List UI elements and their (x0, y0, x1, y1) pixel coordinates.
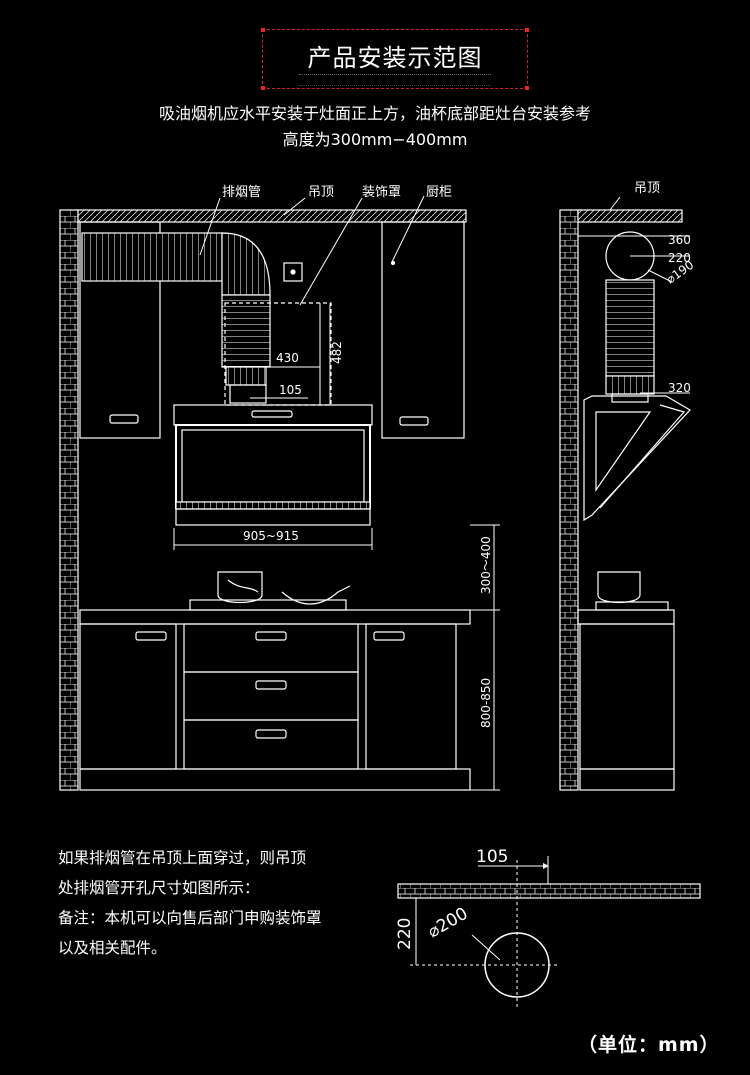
side-ceiling-slab (577, 209, 683, 223)
corner-dot (261, 28, 265, 32)
drawer-handle (255, 729, 287, 739)
dim-105: 105 (279, 383, 302, 397)
note-line-1: 如果排烟管在吊顶上面穿过，则吊顶 (58, 849, 307, 867)
cabinet-handle (373, 631, 405, 641)
cabinet-plinth (79, 768, 471, 791)
duct-outlet (229, 384, 267, 404)
side-cooking-pot (597, 571, 641, 604)
page-title: 产品安装示范图 (307, 44, 483, 72)
side-dim-320: 320 (668, 381, 691, 395)
hood-grille (175, 501, 371, 510)
cabinet-handle (135, 631, 167, 641)
corner-dot (525, 86, 529, 90)
exhaust-duct-horizontal (81, 232, 223, 282)
left-wall (59, 209, 79, 791)
side-duct-collar (605, 375, 655, 395)
label-cover: 装饰罩 (362, 185, 401, 200)
dim-height-above-stove: 300～400 (479, 536, 493, 594)
drawer-handle (255, 631, 287, 641)
hood-top-panel (173, 404, 373, 426)
side-plinth (579, 768, 675, 791)
corner-dot (261, 86, 265, 90)
hood-body (175, 424, 371, 509)
hole-dim-dia200: ⌀200 (425, 904, 472, 943)
side-dim-220: 220 (668, 251, 691, 265)
note-line-4: 以及相关配件。 (58, 939, 167, 957)
upper-right-cabinet (381, 221, 465, 439)
dim-counter-height: 800-850 (479, 678, 493, 728)
drawer-2 (183, 671, 359, 721)
drawer-3 (183, 719, 359, 770)
side-label-ceiling: 吊顶 (634, 181, 660, 196)
label-duct: 排烟管 (222, 185, 261, 200)
exhaust-duct-vertical (221, 294, 271, 368)
side-dim-360: 360 (668, 233, 691, 247)
cooking-pot (217, 571, 263, 604)
cabinet-handle (109, 414, 139, 424)
intro-line-1: 吸油烟机应水平安装于灶面正上方，油杯底部距灶台安装参考 (158, 104, 591, 123)
drawer-handle (255, 680, 287, 690)
hood-glass (181, 429, 365, 503)
cabinet-handle (399, 416, 429, 426)
wall-socket (283, 262, 303, 282)
cooktop (189, 599, 347, 611)
ceiling-slab (77, 209, 467, 223)
upper-left-cabinet (79, 221, 161, 439)
base-cabinet-right (365, 623, 457, 770)
hole-dim-220: 220 (395, 918, 415, 950)
duct-collar (225, 366, 267, 386)
hole-ceiling-slab (397, 883, 701, 899)
side-cooktop (595, 601, 669, 611)
intro-line-2: 高度为300mm−400mm (282, 130, 468, 149)
label-cabinet: 厨柜 (426, 185, 452, 200)
hood-control-strip (251, 410, 293, 418)
side-wall (559, 209, 579, 791)
hole-dim-105: 105 (476, 847, 508, 867)
dim-width: 905~915 (243, 529, 299, 543)
base-cabinet-left (79, 623, 177, 770)
hood-bottom (175, 508, 371, 526)
side-base-cabinet (579, 623, 675, 770)
note-line-3: 备注：本机可以向售后部门申购装饰罩 (58, 909, 322, 927)
side-hood-profile (583, 395, 691, 522)
dim-482: 482 (330, 341, 344, 364)
corner-dot (525, 28, 529, 32)
wok (281, 591, 339, 605)
side-hood-glass (595, 411, 652, 492)
side-countertop (577, 609, 675, 625)
note-line-2: 处排烟管开孔尺寸如图所示： (58, 879, 260, 897)
label-ceiling: 吊顶 (308, 185, 334, 200)
side-duct-outlet (611, 393, 649, 403)
countertop (79, 609, 471, 625)
unit-label: （单位：mm） (578, 1034, 720, 1056)
dim-430: 430 (276, 351, 299, 365)
title-frame: 产品安装示范图 (261, 28, 529, 90)
exhaust-duct-bend (221, 232, 271, 296)
drawer-1 (183, 623, 359, 673)
title-decoration (299, 74, 491, 86)
side-duct-vertical (605, 279, 655, 377)
